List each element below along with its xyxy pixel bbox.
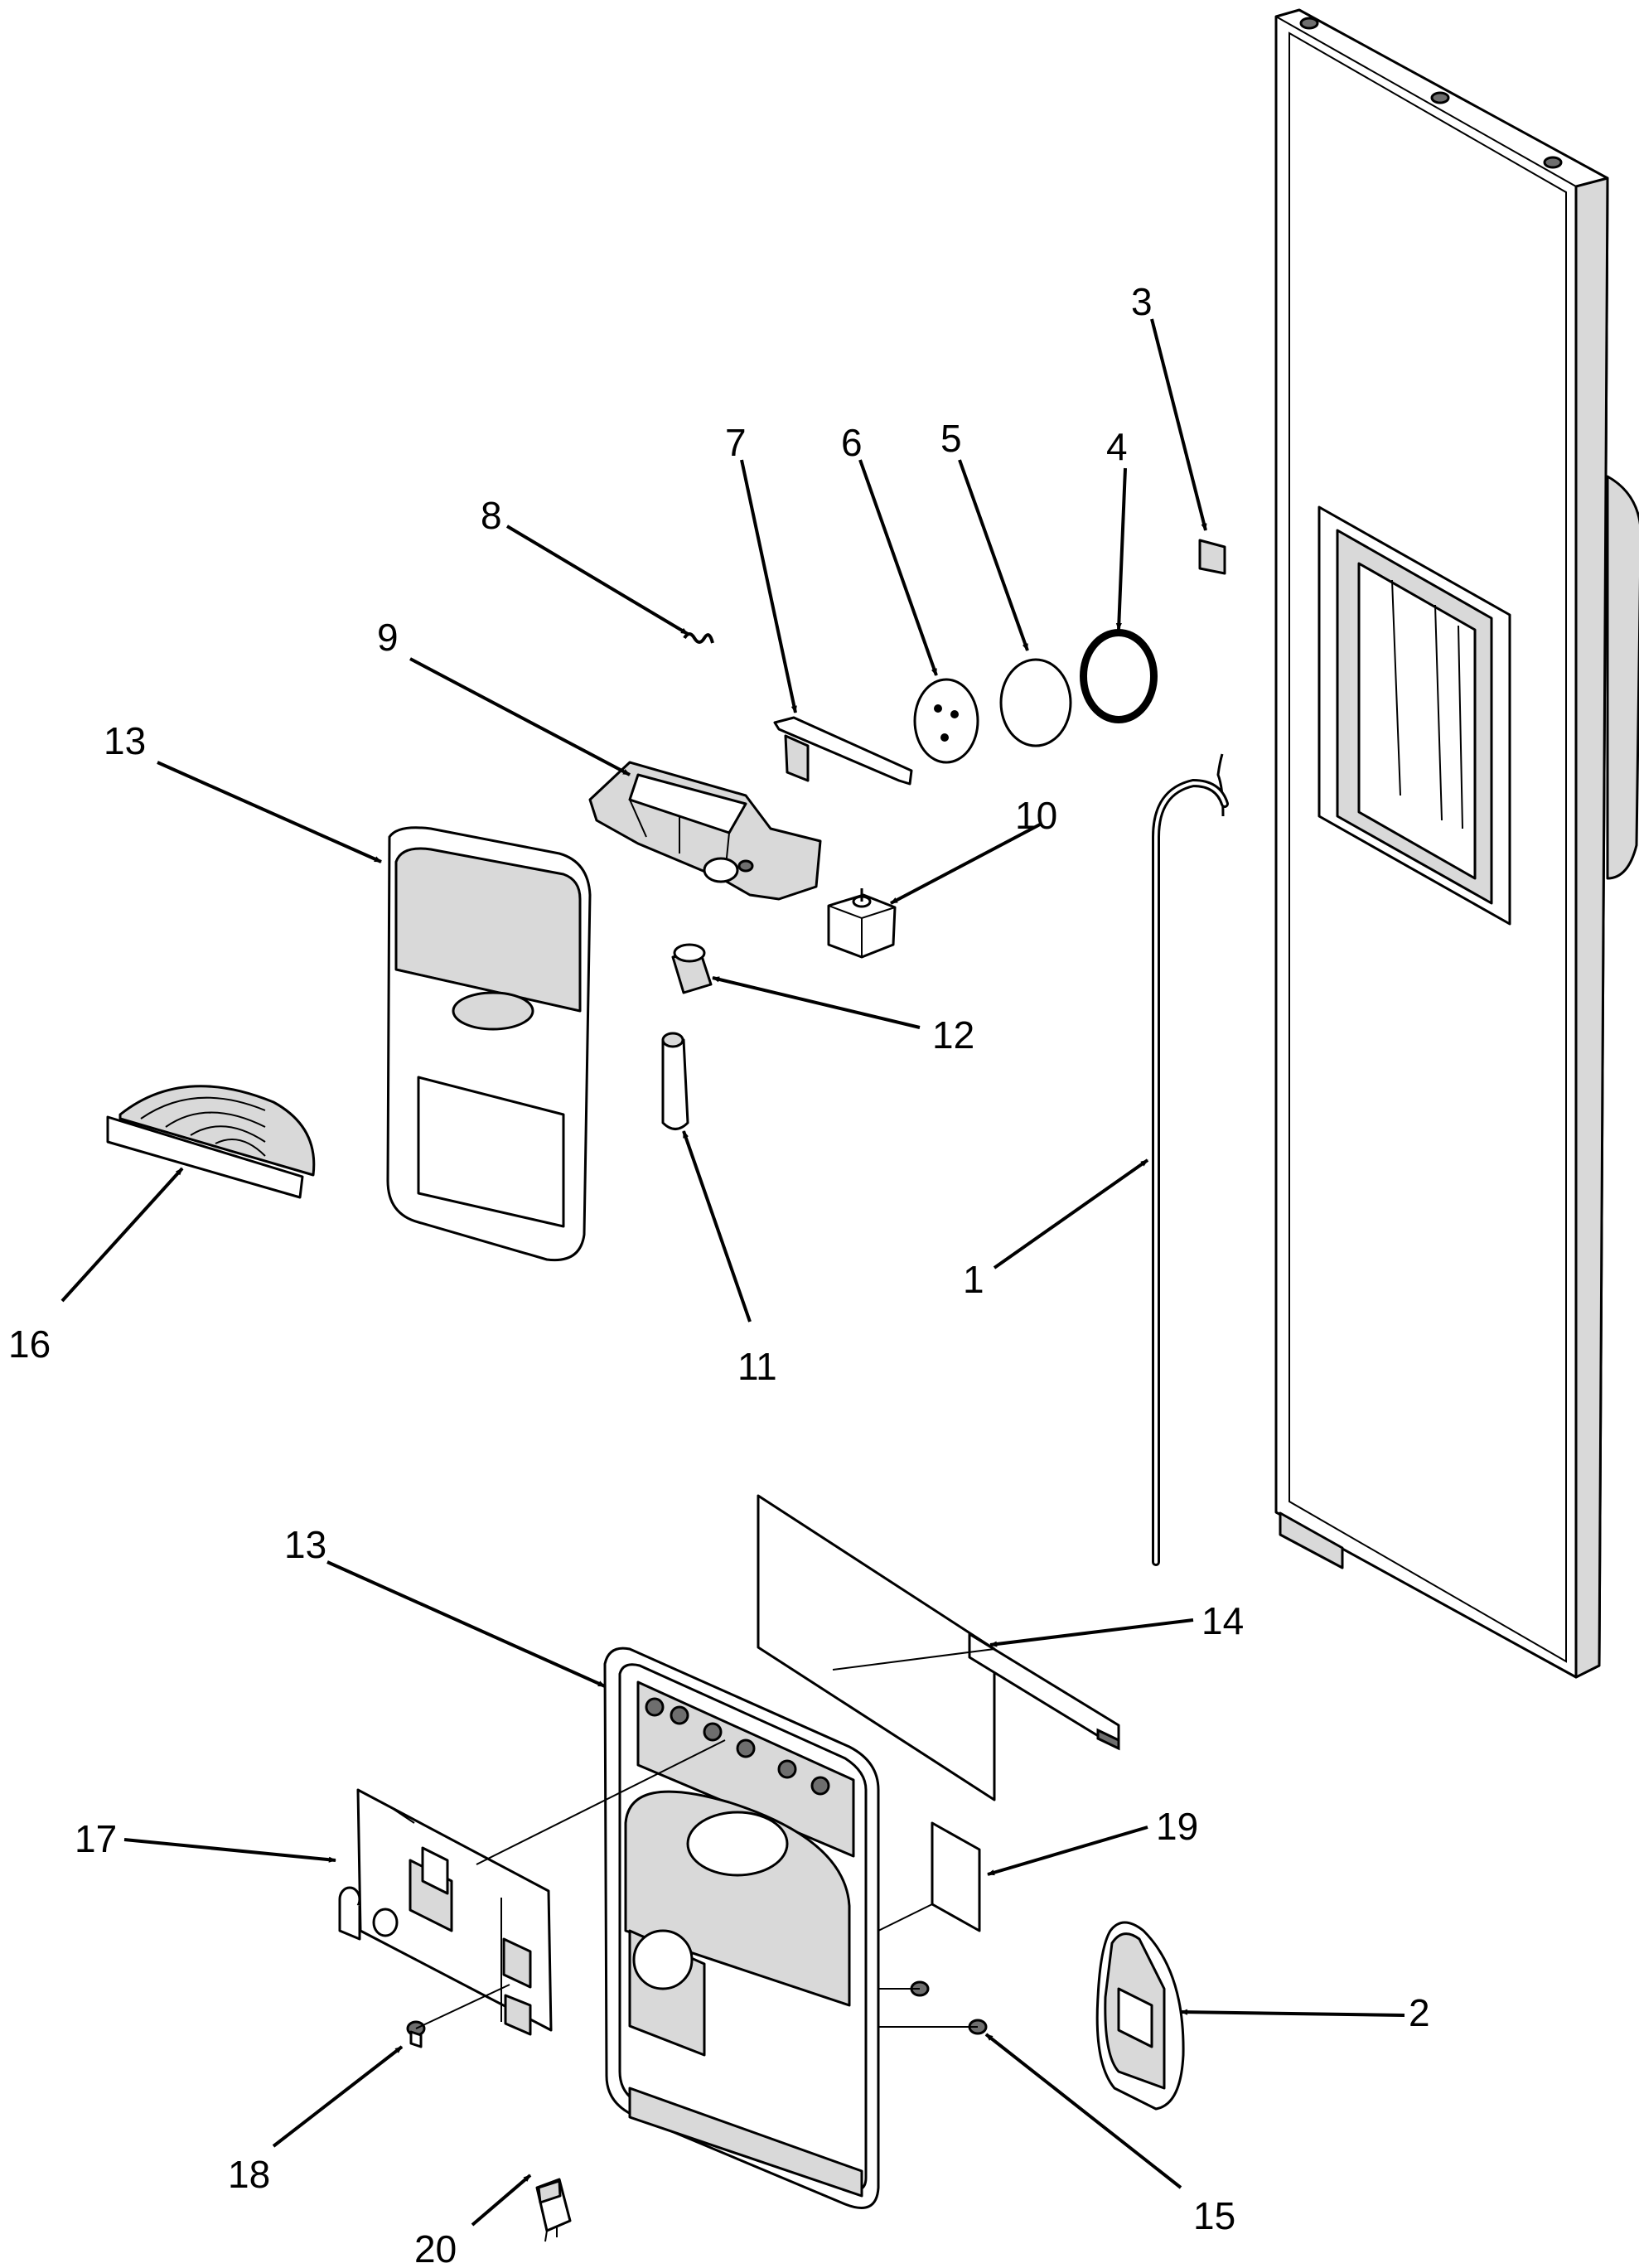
callout-13-upper: 13 xyxy=(104,719,146,762)
actuator-part-12 xyxy=(671,943,713,994)
callout-2: 2 xyxy=(1409,1991,1430,2034)
circuit-board-part-17 xyxy=(338,1788,553,2036)
callout-12: 12 xyxy=(932,1013,974,1057)
callout-16: 16 xyxy=(8,1323,51,1366)
callout-10: 10 xyxy=(1015,794,1057,837)
control-frame-part-13-lower xyxy=(603,1647,880,2209)
callout-8: 8 xyxy=(481,494,502,537)
spring-part-8 xyxy=(683,632,714,644)
cap-part-6 xyxy=(913,678,979,764)
callout-20: 20 xyxy=(414,2227,457,2268)
solenoid-part-10 xyxy=(827,888,897,959)
bracket-part-7 xyxy=(773,716,913,786)
housing-part-9 xyxy=(588,761,822,901)
callout-labels: 1 2 3 4 5 6 7 8 9 10 11 12 13 13 14 15 1… xyxy=(8,280,1430,2268)
callout-11: 11 xyxy=(737,1345,777,1388)
callout-19: 19 xyxy=(1156,1805,1198,1848)
leader-arrows xyxy=(60,318,1405,2227)
callout-3: 3 xyxy=(1131,280,1153,323)
switch-part-20 xyxy=(535,2178,572,2242)
callout-5: 5 xyxy=(940,417,962,460)
ring-part-4 xyxy=(1080,629,1158,723)
lens-part-5 xyxy=(999,658,1072,747)
freezer-door xyxy=(1274,8,1639,1679)
screws-part-15 xyxy=(910,1980,988,2035)
callout-7: 7 xyxy=(725,421,747,464)
drip-tray-part-16 xyxy=(106,1085,316,1199)
small-pad-part-3 xyxy=(1198,539,1226,575)
callout-14: 14 xyxy=(1201,1599,1244,1642)
guide-lines xyxy=(415,1739,978,2029)
callout-18: 18 xyxy=(228,2153,270,2196)
callout-6: 6 xyxy=(841,421,863,464)
callout-15: 15 xyxy=(1193,2194,1235,2237)
callout-9: 9 xyxy=(377,616,399,659)
label-card-part-14 xyxy=(757,1494,1120,1801)
callout-1: 1 xyxy=(963,1258,984,1301)
callout-17: 17 xyxy=(75,1817,117,1860)
callout-4: 4 xyxy=(1106,425,1128,468)
tube-part-1 xyxy=(1152,753,1229,1566)
nozzle-part-11 xyxy=(661,1032,689,1130)
dispenser-housing-part-13-upper xyxy=(386,826,592,1262)
callout-13-lower: 13 xyxy=(284,1523,326,1566)
paddle-part-2 xyxy=(1095,1921,1185,2111)
label-part-19 xyxy=(878,1821,981,1932)
